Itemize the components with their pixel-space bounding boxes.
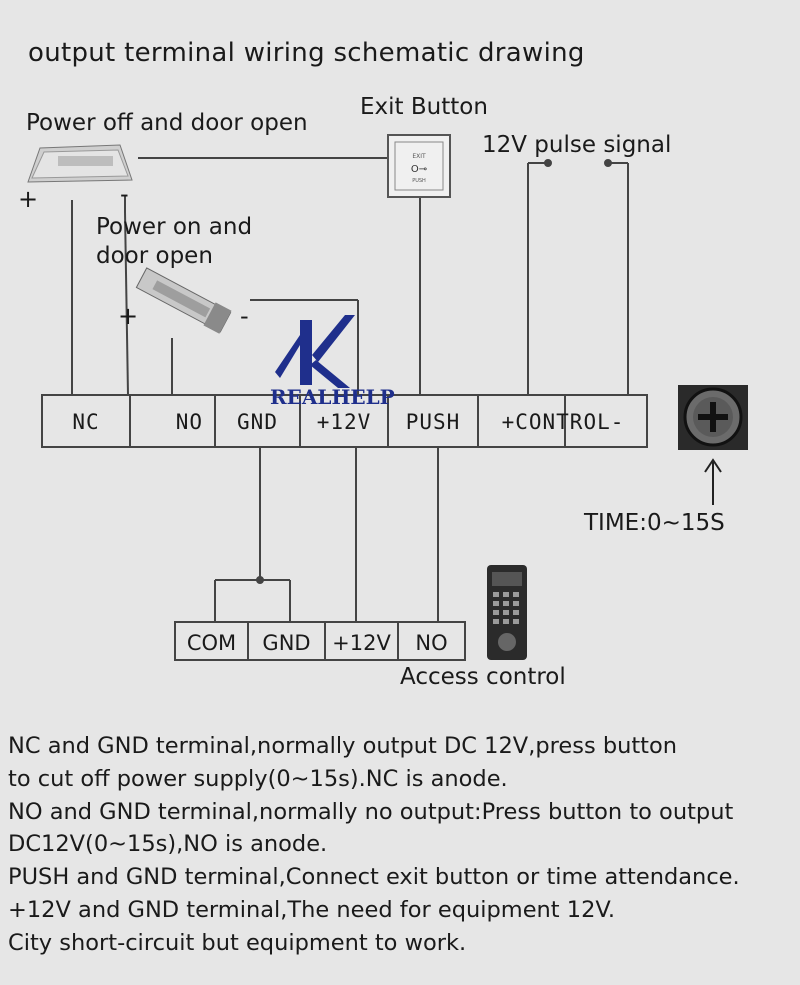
note-line: +12V and GND terminal,The need for equip… — [8, 896, 616, 923]
notes-block: NC and GND terminal,normally output DC 1… — [8, 730, 798, 960]
bottom-terminal-com: COM — [186, 631, 237, 655]
watermark-logo-mark — [275, 315, 355, 388]
strike-minus-sign: - — [240, 302, 249, 330]
note-line: to cut off power supply(0~15s).NC is ano… — [8, 765, 508, 792]
terminal-nc: NC — [72, 410, 100, 434]
bottom-terminal-block — [174, 621, 466, 661]
timer-knob-device — [678, 385, 748, 450]
time-label: TIME:0~15S — [584, 510, 725, 536]
power-on-label-line2: door open — [96, 243, 213, 269]
electric-strike-device — [135, 267, 232, 334]
bottom-terminal-no: NO — [415, 631, 448, 655]
terminal-push: PUSH — [405, 410, 461, 434]
terminal-no: NO — [175, 410, 203, 434]
note-line: NO and GND terminal,normally no output:P… — [8, 798, 734, 825]
access-control-label: Access control — [400, 664, 566, 690]
power-on-label-line1: Power on and — [96, 214, 253, 240]
bottom-terminal-12v: +12V — [332, 631, 391, 655]
watermark-text: REALHELP — [270, 385, 395, 409]
magnetic-lock-device — [27, 144, 133, 183]
svg-text:O⊸: O⊸ — [411, 164, 427, 175]
wires — [71, 157, 629, 622]
page-title: output terminal wiring schematic drawing — [28, 38, 585, 68]
lock-plus-sign: + — [18, 185, 39, 213]
lock-minus-sign: - — [120, 180, 129, 208]
terminal-gnd: GND — [237, 410, 278, 434]
bottom-terminal-gnd: GND — [262, 631, 311, 655]
svg-text:EXIT: EXIT — [412, 153, 426, 160]
note-line: City short-circuit but equipment to work… — [8, 929, 467, 956]
power-off-label: Power off and door open — [26, 110, 308, 136]
terminal-12v: +12V — [316, 410, 372, 434]
strike-plus-sign: + — [118, 302, 139, 330]
svg-text:PUSH: PUSH — [412, 178, 426, 184]
terminal-control: +CONTROL- — [501, 410, 625, 434]
access-control-keypad — [487, 565, 527, 660]
pulse-signal-label: 12V pulse signal — [482, 132, 672, 158]
top-terminal-block — [41, 394, 648, 448]
note-line: NC and GND terminal,normally output DC 1… — [8, 733, 678, 759]
exit-button-label: Exit Button — [360, 94, 488, 120]
note-line: PUSH and GND terminal,Connect exit butto… — [8, 864, 740, 891]
exit-button-device: EXIT O⊸ PUSH — [387, 134, 451, 198]
note-line: DC12V(0~15s),NO is anode. — [8, 831, 328, 858]
time-arrow — [704, 458, 722, 505]
